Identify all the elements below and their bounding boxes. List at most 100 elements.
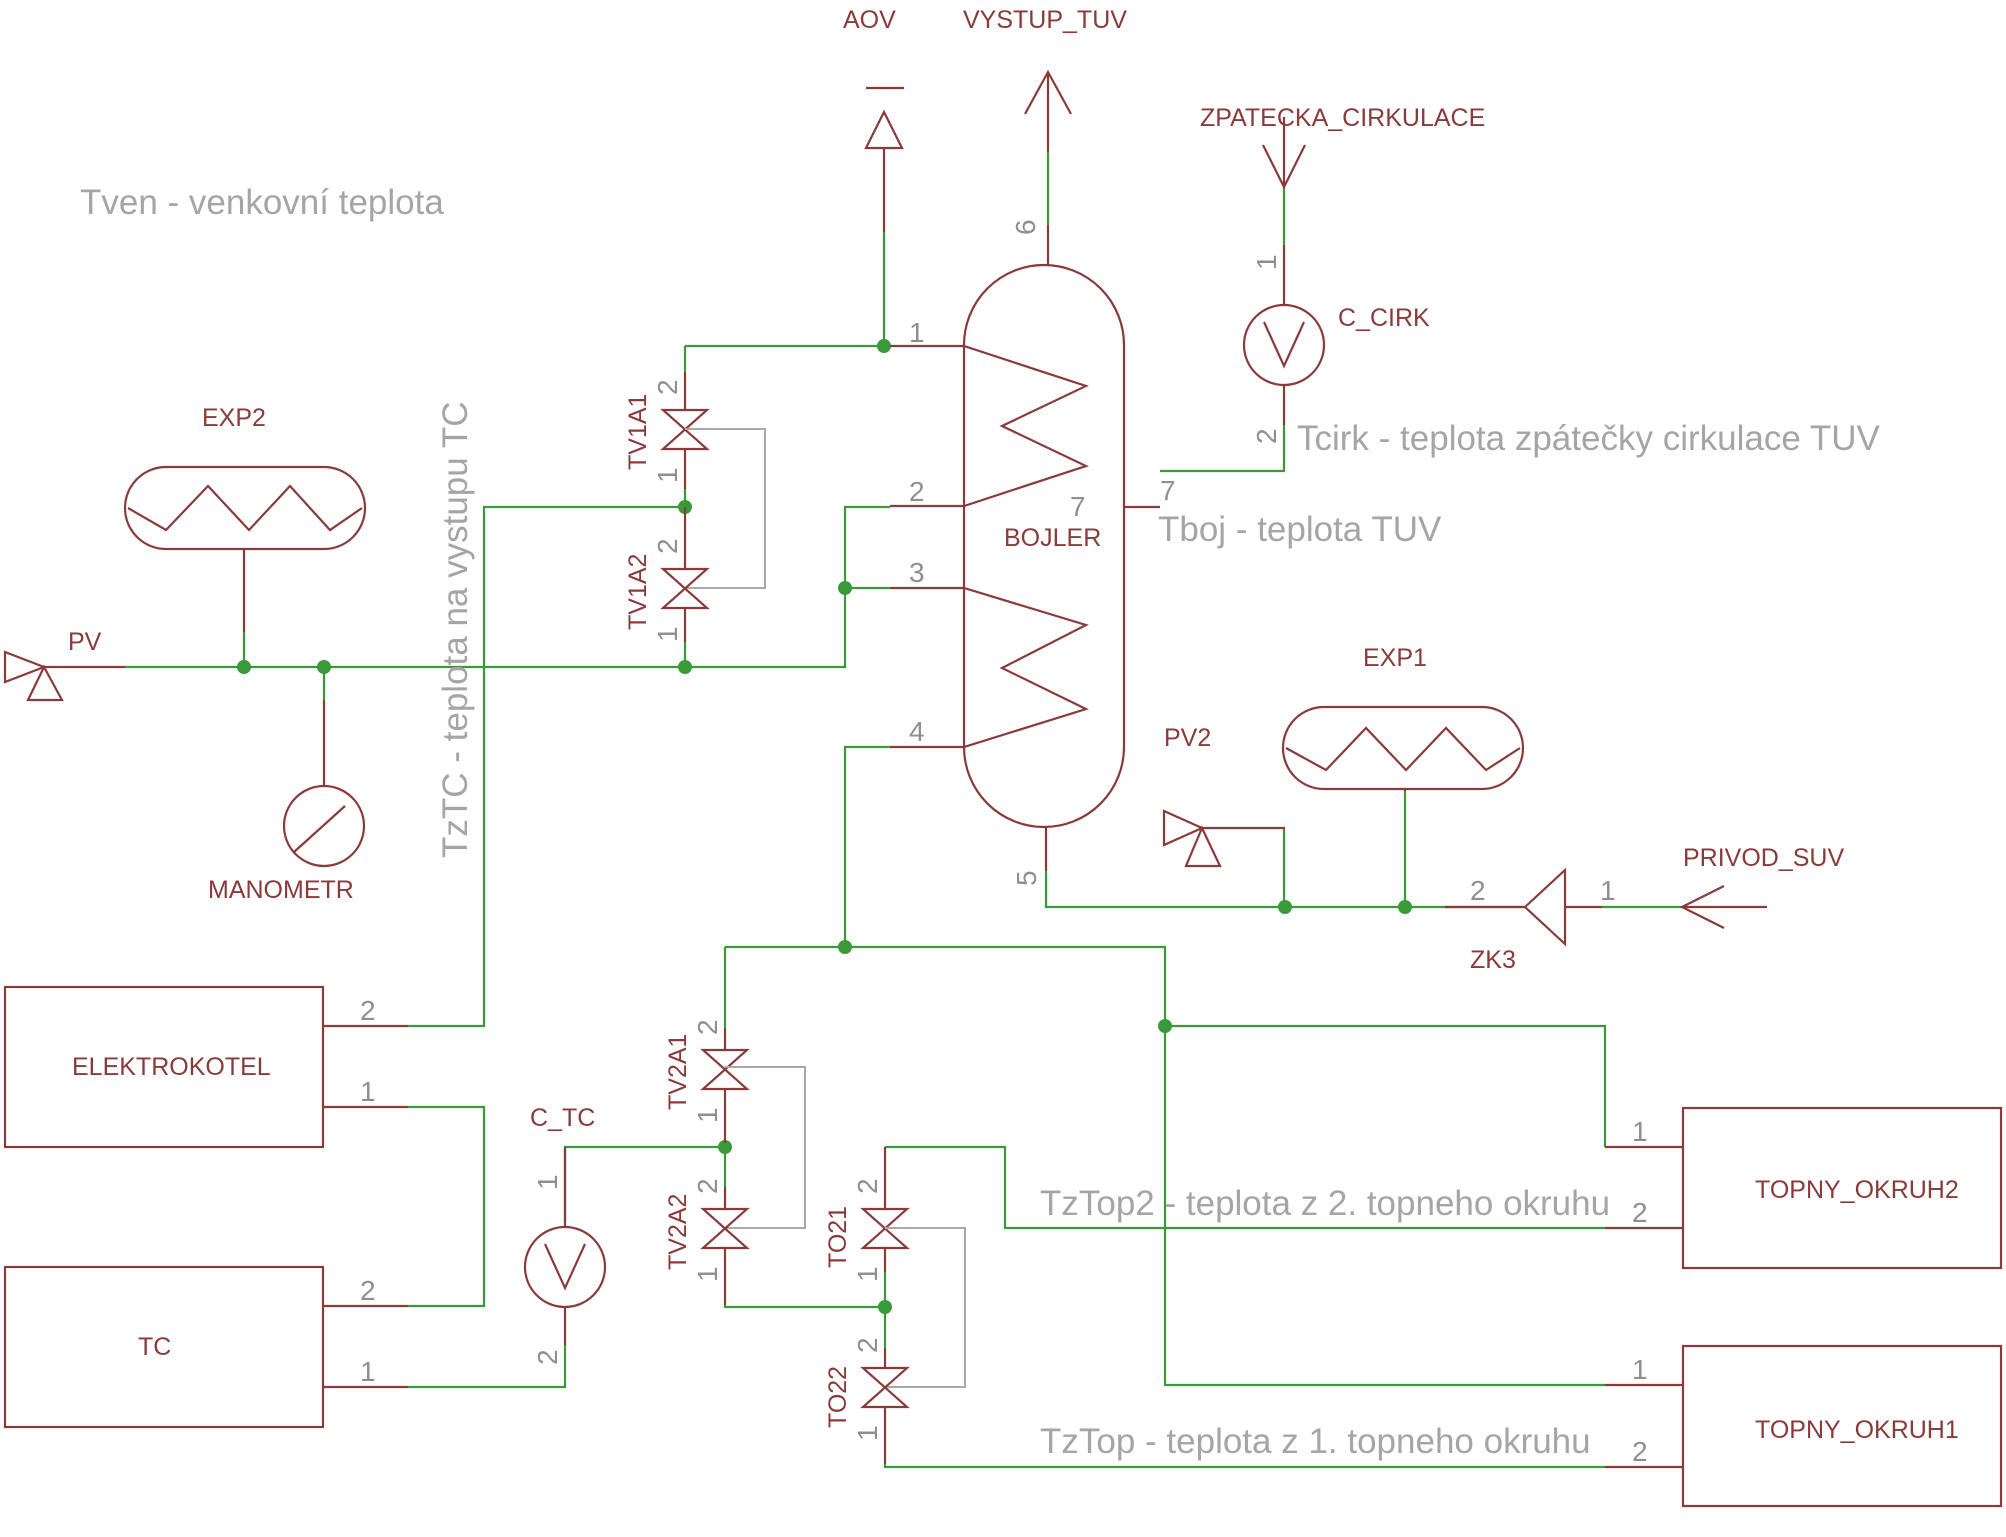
pin-2-label: 2 (532, 1349, 563, 1365)
pin-2-label: 2 (360, 1275, 376, 1306)
junction-dot (1278, 900, 1292, 914)
to22-label: TO22 (824, 1366, 852, 1428)
bojler-boiler[interactable] (890, 263, 1160, 871)
pin-6-label: 6 (1010, 219, 1041, 235)
pin-1-label: 1 (1632, 1116, 1648, 1147)
pin-4-label: 4 (909, 716, 925, 747)
topny-okruh1-label: TOPNY_OKRUH1 (1755, 1416, 1959, 1444)
pin-1-label: 1 (692, 1266, 723, 1282)
tboj-note: Tboj - teplota TUV (1158, 510, 1442, 549)
junction-dot (1398, 900, 1412, 914)
pin-5-label: 5 (1011, 870, 1042, 886)
pin-3-label: 3 (909, 557, 925, 588)
privod-suv-inlet[interactable] (1679, 885, 1767, 929)
zpatecka-cirkulace-inlet[interactable] (1262, 117, 1306, 306)
junction-dot (877, 339, 891, 353)
tven-note: Tven - venkovní teplota (80, 183, 444, 222)
exp1-expansion-tank[interactable] (1281, 705, 1525, 791)
junction-dot (317, 660, 331, 674)
tv1a1-valve[interactable] (660, 372, 766, 589)
vystup-tuv-outlet[interactable] (1024, 69, 1072, 265)
exp2-expansion-tank[interactable] (123, 465, 367, 632)
bojler-label: BOJLER (1004, 524, 1101, 552)
topny-okruh2-label: TOPNY_OKRUH2 (1755, 1176, 1959, 1204)
junction-dot (1158, 1019, 1172, 1033)
junction-dot (237, 660, 251, 674)
pv2-relief-valve[interactable] (1162, 809, 1285, 868)
pin-2-label: 2 (1632, 1197, 1648, 1228)
pin-2-label: 2 (360, 995, 376, 1026)
zpatecka-cirkulace-label: ZPATECKA_CIRKULACE (1200, 104, 1485, 132)
pin-1-label: 1 (909, 317, 925, 348)
tztop2-note: TzTop2 - teplota z 2. topneho okruhu (1040, 1184, 1610, 1223)
zk3-check-valve[interactable] (1445, 867, 1602, 947)
pin-2-label: 2 (652, 379, 683, 395)
pin-7-label: 7 (1070, 491, 1086, 522)
tv1a2-label: TV1A2 (624, 554, 652, 630)
pin-2-label: 2 (852, 1178, 883, 1194)
junction-dot (878, 1300, 892, 1314)
c-tc-pump[interactable] (523, 1147, 607, 1345)
tv2a1-label: TV2A1 (664, 1034, 692, 1110)
pin-7-label: 7 (1160, 475, 1176, 506)
pin-1-label: 1 (692, 1107, 723, 1123)
pin-2-label: 2 (1251, 428, 1282, 444)
tv1a2-valve[interactable] (660, 507, 710, 642)
pin-1-label: 1 (652, 626, 683, 642)
pv-label: PV (68, 628, 102, 656)
tv2a1-valve[interactable] (700, 1028, 806, 1229)
tv2a2-label: TV2A2 (664, 1194, 692, 1270)
pin-1-label: 1 (652, 467, 683, 483)
tc-label: TC (138, 1333, 171, 1361)
privod-suv-label: PRIVOD_SUV (1683, 844, 1844, 872)
tztc-note: TzTC - teplota na vystupu TC (436, 402, 475, 858)
exp1-label: EXP1 (1363, 644, 1427, 672)
pin-1-label: 1 (532, 1174, 563, 1190)
junction-dot (838, 581, 852, 595)
junctions (237, 339, 1412, 1314)
pv-relief-valve[interactable] (3, 650, 125, 702)
pin-2-label: 2 (652, 538, 683, 554)
tc-box[interactable] (3, 1265, 408, 1429)
pin-2-label: 2 (1470, 875, 1486, 906)
to21-label: TO21 (824, 1206, 852, 1268)
aov-label: AOV (843, 6, 896, 34)
elektrokotel-label: ELEKTROKOTEL (72, 1053, 271, 1081)
topny-okruh2-box[interactable] (1605, 1106, 2003, 1270)
pin-1-label: 1 (1251, 254, 1282, 270)
aov-vent[interactable] (864, 86, 904, 232)
tv1a1-label: TV1A1 (624, 394, 652, 470)
pin-1-label: 1 (852, 1425, 883, 1441)
pin-2-label: 2 (1632, 1436, 1648, 1467)
pin-1-label: 1 (360, 1076, 376, 1107)
tcirk-note: Tcirk - teplota zpátečky cirkulace TUV (1297, 419, 1881, 458)
tv2a2-valve[interactable] (700, 1187, 750, 1305)
pin-1-label: 1 (1600, 875, 1616, 906)
c-tc-label: C_TC (530, 1104, 595, 1132)
junction-dot (838, 940, 852, 954)
vystup-tuv-label: VYSTUP_TUV (963, 6, 1127, 34)
elektrokotel-box[interactable] (3, 985, 408, 1149)
tztop-note: TzTop - teplota z 1. topneho okruhu (1040, 1422, 1591, 1461)
c-cirk-label: C_CIRK (1338, 304, 1430, 332)
pin-2-label: 2 (692, 1019, 723, 1035)
pin-2-label: 2 (909, 476, 925, 507)
topny-okruh1-box[interactable] (1605, 1344, 2003, 1508)
junction-dot (678, 660, 692, 674)
pin-1-label: 1 (852, 1266, 883, 1282)
pin-2-label: 2 (692, 1178, 723, 1194)
zk3-label: ZK3 (1470, 946, 1516, 974)
c-cirk-pump[interactable] (1242, 303, 1326, 425)
pin-2-label: 2 (852, 1337, 883, 1353)
nets (125, 152, 1682, 1469)
pin-1-label: 1 (1632, 1354, 1648, 1385)
junction-dot (718, 1140, 732, 1154)
to21-valve[interactable] (860, 1147, 966, 1388)
manometr-gauge[interactable] (282, 700, 366, 868)
pv2-label: PV2 (1164, 724, 1211, 752)
manometr-label: MANOMETR (208, 876, 354, 904)
exp2-label: EXP2 (202, 404, 266, 432)
pin-1-label: 1 (360, 1356, 376, 1387)
to22-valve[interactable] (860, 1348, 910, 1464)
